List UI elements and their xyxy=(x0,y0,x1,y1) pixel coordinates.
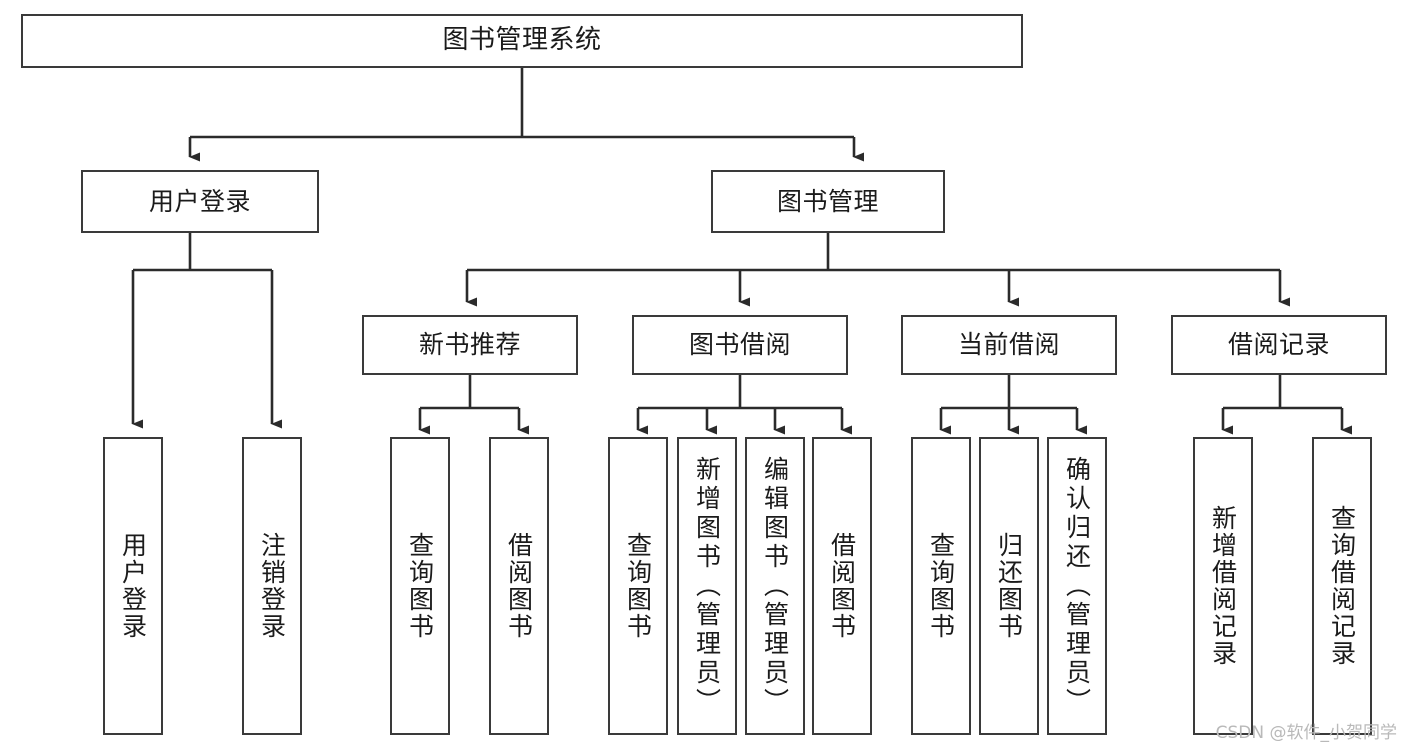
node-label: 查询借阅记录 xyxy=(1327,505,1357,667)
node-leaf-query-borrow-record[interactable]: 查询借阅记录 xyxy=(1312,437,1372,735)
node-leaf-borrow-book-recommend[interactable]: 借阅图书 xyxy=(489,437,549,735)
node-label: 查询图书 xyxy=(623,532,653,640)
node-label: 借阅记录 xyxy=(1227,330,1330,359)
watermark-text: CSDN @软件_小贺同学 xyxy=(1215,723,1397,743)
node-leaf-borrow-book[interactable]: 借阅图书 xyxy=(812,437,872,735)
node-label: 用户登录 xyxy=(148,186,251,216)
node-leaf-logout[interactable]: 注销登录 xyxy=(242,437,302,735)
node-leaf-confirm-return[interactable]: 确认归还（管理员） xyxy=(1047,437,1107,735)
node-label: 图书借阅 xyxy=(688,330,791,359)
node-leaf-return-book[interactable]: 归还图书 xyxy=(979,437,1039,735)
node-borrow-record[interactable]: 借阅记录 xyxy=(1171,315,1387,375)
node-leaf-user-login[interactable]: 用户登录 xyxy=(103,437,163,735)
node-label: 图书管理 xyxy=(776,186,879,216)
node-label: 当前借阅 xyxy=(957,330,1060,359)
node-label: 归还图书 xyxy=(994,532,1024,640)
node-root-book-management-system[interactable]: 图书管理系统 xyxy=(21,14,1023,68)
node-label: 新增图书（管理员） xyxy=(692,455,722,717)
node-book-borrow[interactable]: 图书借阅 xyxy=(632,315,848,375)
node-label: 注销登录 xyxy=(257,532,287,640)
node-label: 图书管理系统 xyxy=(442,25,602,56)
node-label: 用户登录 xyxy=(118,532,148,640)
node-label: 新书推荐 xyxy=(418,330,521,359)
node-label: 查询图书 xyxy=(405,532,435,640)
node-leaf-query-book-borrow[interactable]: 查询图书 xyxy=(608,437,668,735)
node-leaf-edit-book[interactable]: 编辑图书（管理员） xyxy=(745,437,805,735)
node-label: 借阅图书 xyxy=(504,532,534,640)
node-book-management[interactable]: 图书管理 xyxy=(711,170,945,233)
node-leaf-query-book-current[interactable]: 查询图书 xyxy=(911,437,971,735)
node-new-book-recommend[interactable]: 新书推荐 xyxy=(362,315,578,375)
node-label: 借阅图书 xyxy=(827,532,857,640)
node-leaf-query-book-recommend[interactable]: 查询图书 xyxy=(390,437,450,735)
node-leaf-add-book[interactable]: 新增图书（管理员） xyxy=(677,437,737,735)
node-user-login[interactable]: 用户登录 xyxy=(81,170,319,233)
node-current-borrow[interactable]: 当前借阅 xyxy=(901,315,1117,375)
node-label: 确认归还（管理员） xyxy=(1062,455,1092,717)
node-leaf-add-borrow-record[interactable]: 新增借阅记录 xyxy=(1193,437,1253,735)
node-label: 编辑图书（管理员） xyxy=(760,455,790,717)
node-label: 新增借阅记录 xyxy=(1208,505,1238,667)
node-label: 查询图书 xyxy=(926,532,956,640)
